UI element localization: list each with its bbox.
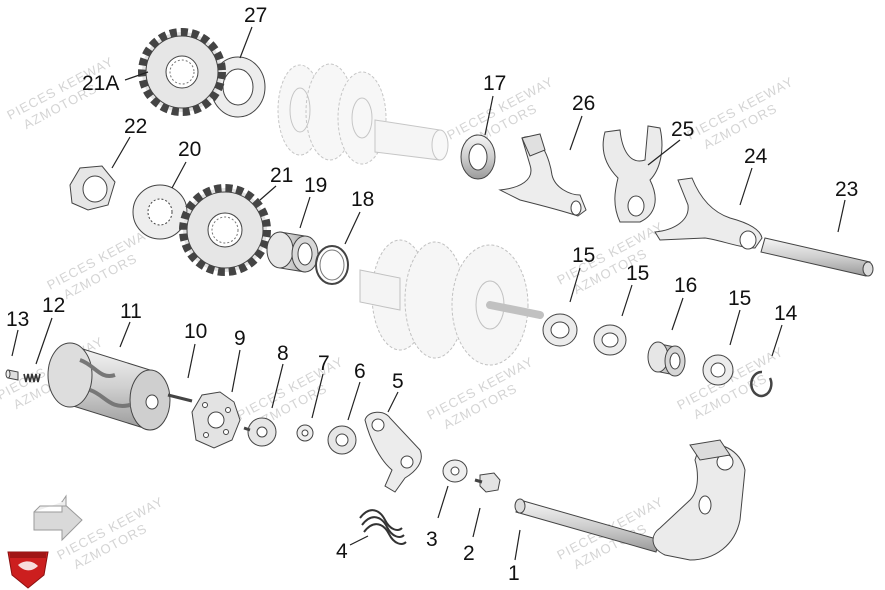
part-18-o-ring [315, 245, 349, 285]
part-19-bushing [266, 231, 319, 273]
callout-21a: 21A [82, 72, 119, 95]
callout-16: 16 [674, 274, 697, 297]
part-21-sprocket [179, 184, 271, 276]
part-20-lock-washer [132, 184, 188, 240]
part-12-spring [23, 373, 41, 383]
callout-15: 15 [728, 287, 751, 310]
callout-24: 24 [744, 145, 768, 168]
direction-arrow-icon [33, 494, 83, 542]
callout-15: 15 [626, 262, 649, 285]
part-23-fork-shaft [760, 237, 874, 277]
callout-5: 5 [392, 370, 404, 393]
part-17-bearing [460, 134, 496, 180]
azmotors-logo [7, 551, 49, 589]
callout-18: 18 [351, 188, 374, 211]
callout-27: 27 [244, 4, 267, 27]
part-9-star-plate [191, 391, 241, 449]
part-2-bolt [474, 472, 501, 493]
callout-15: 15 [572, 244, 595, 267]
part-25-shift-fork [602, 125, 663, 223]
part-15-washer [593, 324, 627, 356]
callout-11: 11 [120, 300, 142, 323]
part-3-washer [442, 459, 468, 483]
callout-10: 10 [184, 320, 207, 343]
callout-8: 8 [277, 342, 289, 365]
part-15-washer [702, 354, 734, 386]
upper-gear-cluster [277, 63, 449, 165]
callout-14: 14 [774, 302, 798, 325]
lower-gear-cluster [359, 239, 544, 366]
part-6-roller [327, 425, 357, 455]
callout-1: 1 [508, 562, 520, 585]
callout-25: 25 [671, 118, 694, 141]
callout-13: 13 [6, 308, 29, 331]
part-10-pin [167, 393, 193, 403]
part-16-bushing [647, 341, 686, 377]
part-22-nut [69, 165, 116, 211]
callout-19: 19 [304, 174, 327, 197]
part-1-shift-shaft [514, 439, 746, 561]
callout-12: 12 [42, 294, 65, 317]
callout-22: 22 [124, 115, 147, 138]
callout-21: 21 [270, 164, 293, 187]
part-11-shift-drum [47, 342, 171, 431]
callout-7: 7 [318, 352, 330, 375]
callout-26: 26 [572, 92, 595, 115]
callout-labels: 27 21A 17 26 25 22 20 21 19 18 24 23 15 … [6, 4, 858, 585]
callout-3: 3 [426, 528, 438, 551]
callout-2: 2 [463, 542, 475, 565]
part-21a-sprocket [138, 28, 226, 116]
callout-6: 6 [354, 360, 366, 383]
part-24-shift-fork [654, 177, 763, 250]
callout-23: 23 [835, 178, 858, 201]
callout-17: 17 [483, 72, 506, 95]
part-7-washer [296, 424, 314, 442]
callout-9: 9 [234, 327, 246, 350]
part-5-stopper-arm [364, 411, 422, 493]
part-4-spring [359, 509, 407, 545]
callout-20: 20 [178, 138, 201, 161]
part-15-washer [542, 313, 578, 347]
part-26-shift-fork [498, 133, 587, 217]
part-13-pin [5, 369, 19, 381]
leader-lines [11, 26, 846, 561]
callout-4: 4 [336, 540, 348, 563]
part-14-circlip [750, 370, 773, 398]
part-8-bolt [243, 417, 277, 447]
